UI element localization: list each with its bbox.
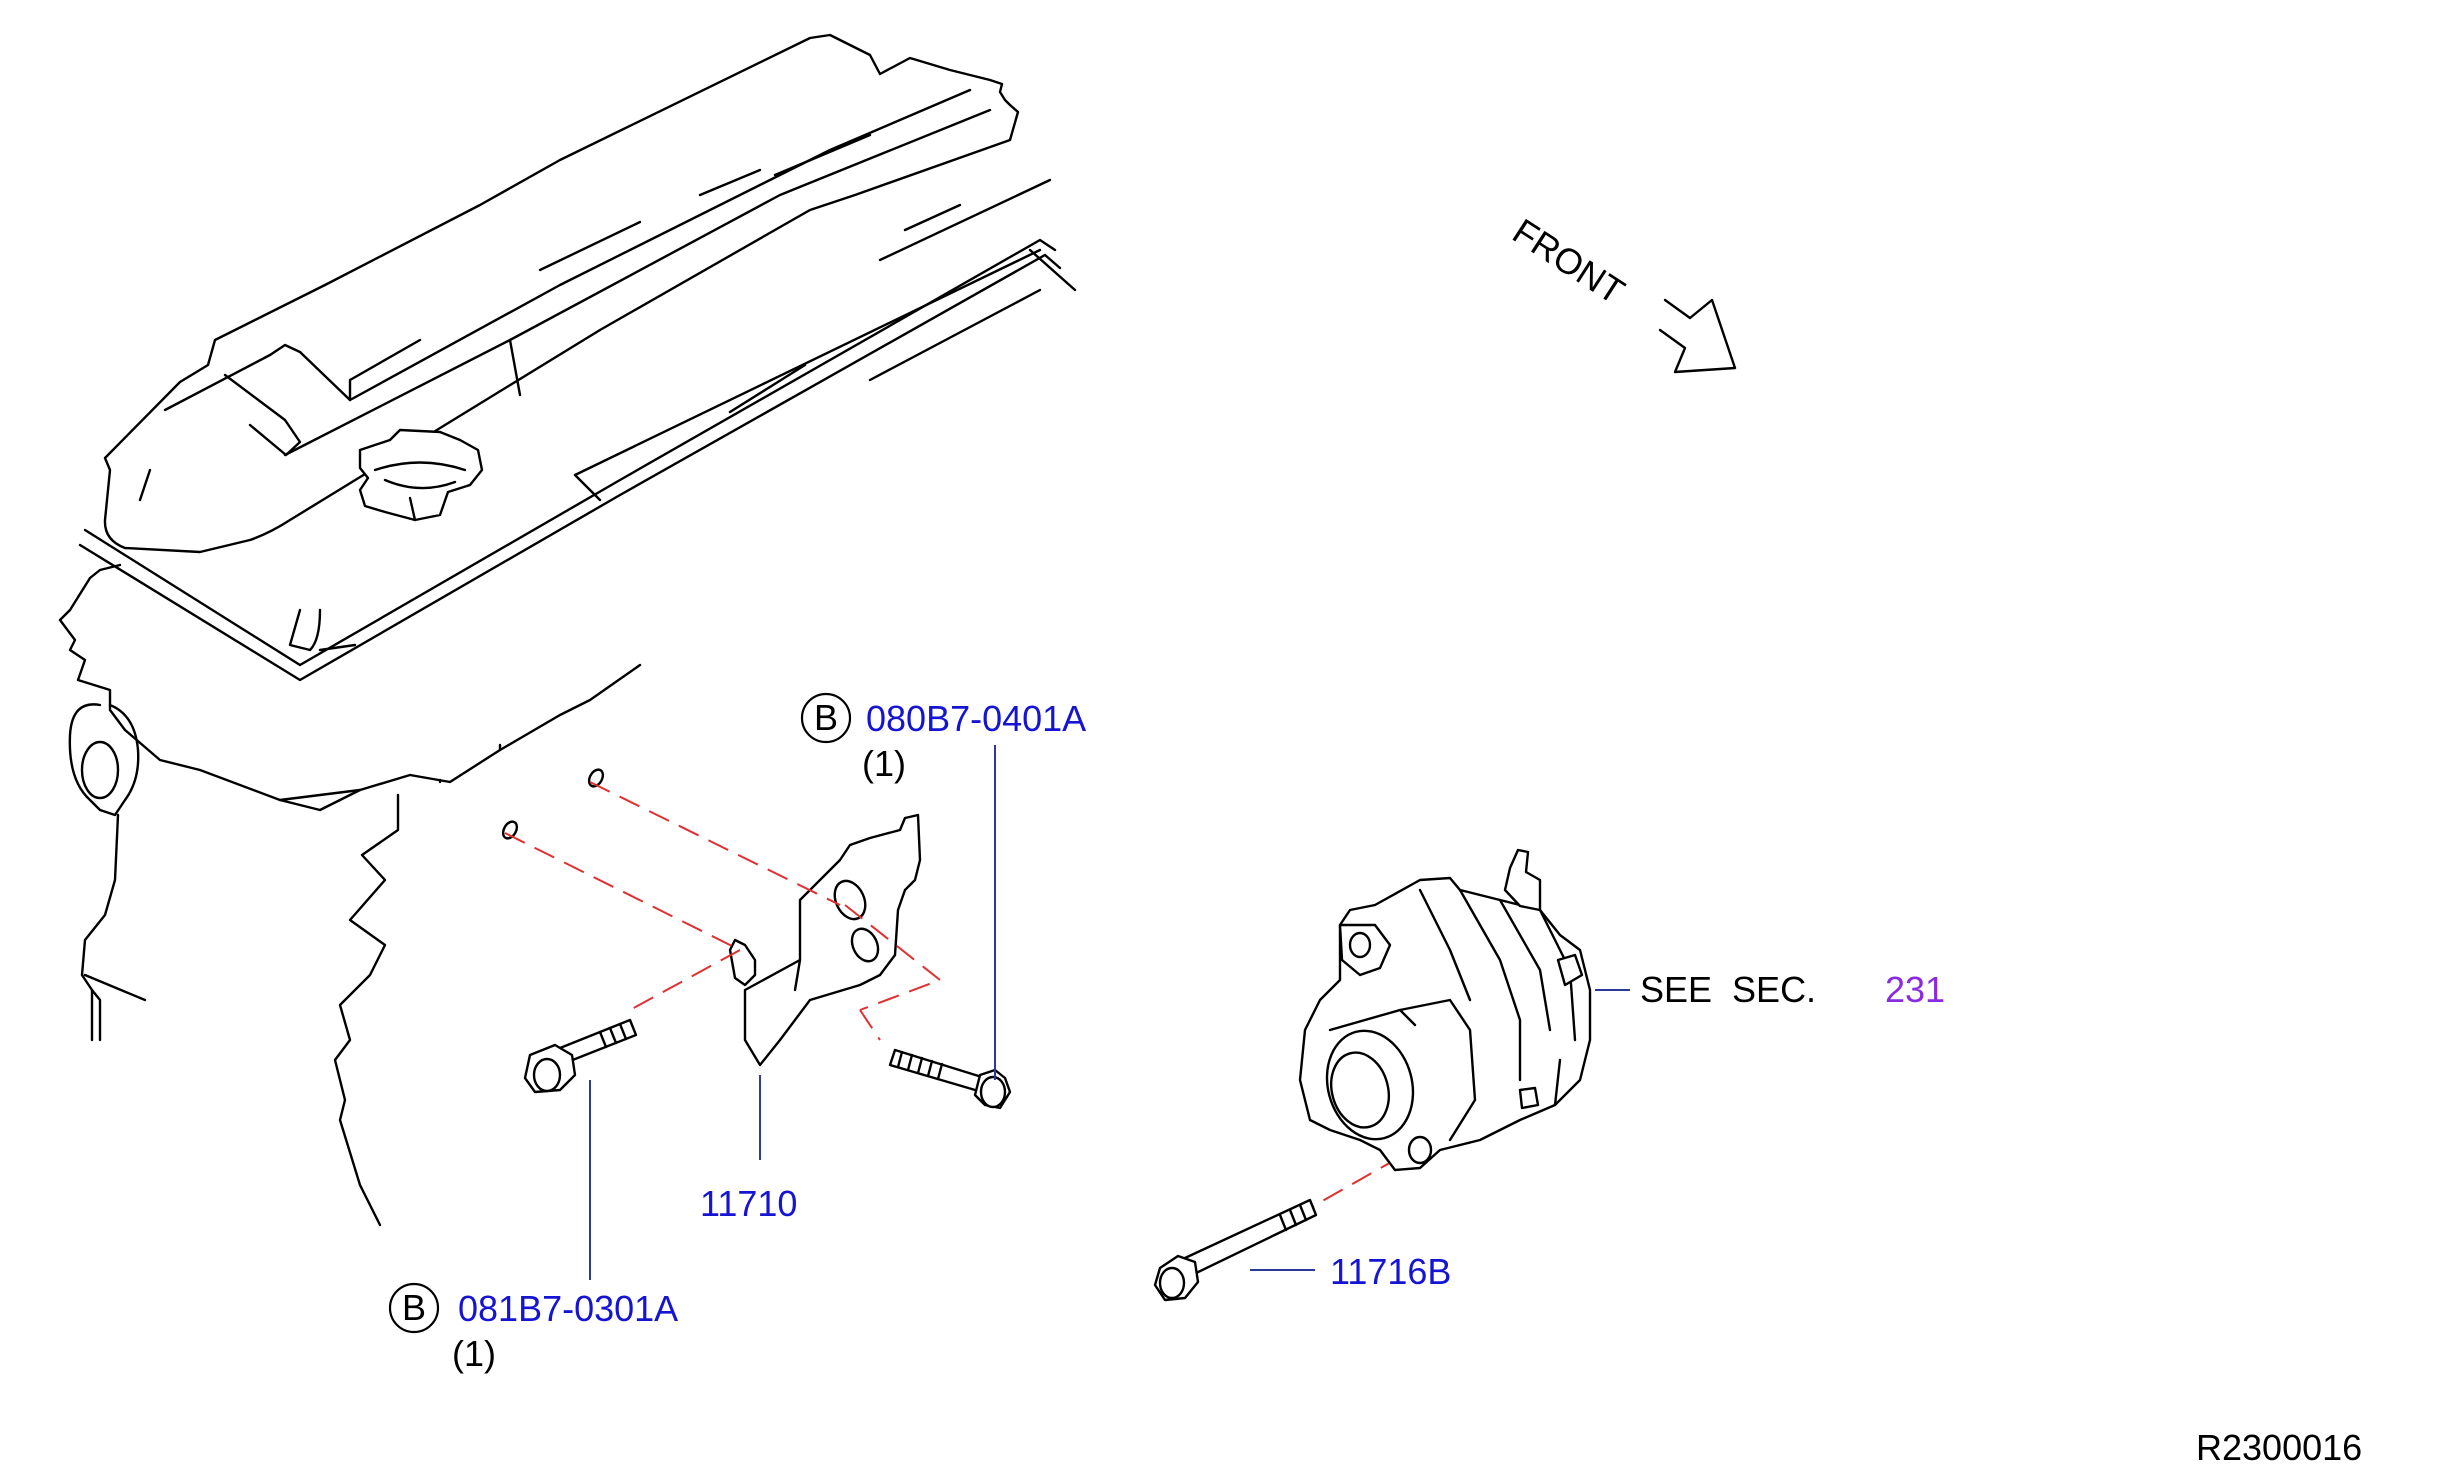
badge-b-upper: [800, 692, 852, 744]
bolt-11716b: [1153, 1198, 1318, 1302]
front-arrow-icon: [1658, 298, 1737, 374]
qty-081b7-0301a: (1): [452, 1333, 496, 1374]
bolt-080b7-0401a: [888, 1048, 1012, 1110]
part-number-080b7-0401a[interactable]: 080B7-0401A: [866, 698, 1086, 739]
badge-b-lower-text: B: [402, 1287, 426, 1328]
qty-080b7-0401a: (1): [862, 743, 906, 784]
part-number-11710[interactable]: 11710: [700, 1183, 797, 1224]
see-section-label: SEE SEC.: [1640, 969, 1816, 1010]
front-label: FRONT: [1506, 210, 1632, 312]
section-ref-231[interactable]: 231: [1885, 969, 1945, 1010]
part-number-081b7-0301a[interactable]: 081B7-0301A: [458, 1288, 678, 1329]
bracket-11710: [728, 813, 922, 1067]
leader-lines: [589, 745, 1630, 1280]
engine-block: [58, 33, 1077, 1227]
part-number-11716b[interactable]: 11716B: [1330, 1251, 1451, 1292]
assembly-guide-lines: [504, 781, 1401, 1209]
alternator: [1298, 848, 1592, 1172]
diagram-id: R2300016: [2196, 1427, 2362, 1468]
badge-b-upper-text: B: [814, 697, 838, 738]
bolt-081b7-0301a: [523, 1018, 638, 1094]
badge-b-lower: [388, 1282, 440, 1334]
